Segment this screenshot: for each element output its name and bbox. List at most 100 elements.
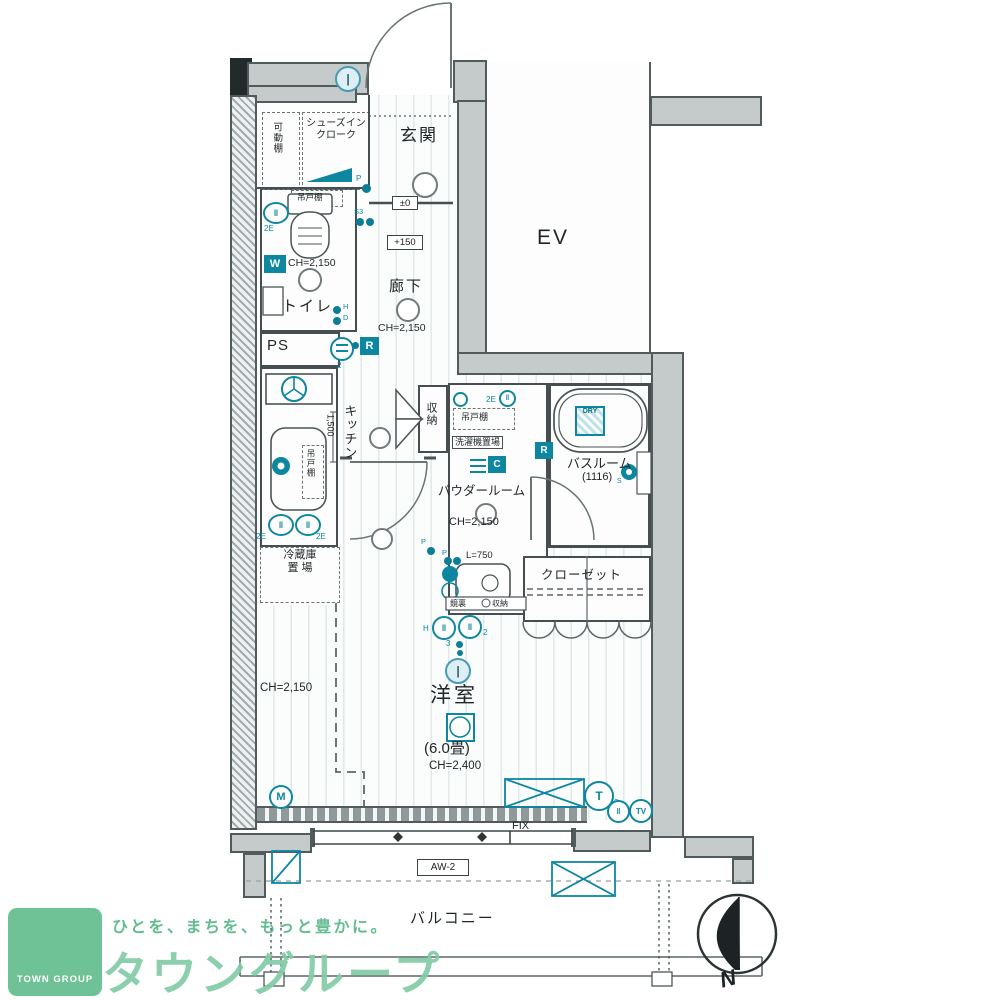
laundry-c-lines	[470, 459, 486, 473]
closet-folding-doors	[522, 621, 652, 639]
ps-box	[260, 332, 340, 367]
mark-p2: P	[421, 537, 427, 546]
label-mirror-storage: 収納	[492, 599, 508, 608]
label-kitchen-cabinet: 吊戸棚	[306, 449, 317, 478]
storage-double-door	[340, 388, 436, 460]
washbasin	[441, 563, 527, 611]
dot-3a	[456, 641, 463, 648]
p-dot-2	[427, 547, 435, 555]
compass-needle	[716, 897, 740, 970]
laundry-light-icon	[453, 392, 468, 407]
wall-bottom-right-step	[732, 858, 754, 884]
logo-box-text: TOWN GROUP	[16, 974, 94, 985]
logo-name: タウングループ	[102, 948, 443, 1000]
rouka-light-icon	[396, 298, 420, 322]
label-bathroom: バスルーム	[567, 456, 632, 471]
wall-bottom-right	[684, 836, 754, 858]
balcony-lines	[239, 880, 763, 977]
label-mirror-back: 鏡裏	[450, 599, 466, 608]
gas-meter	[330, 337, 354, 361]
south-window	[310, 828, 576, 847]
s3-dot-2	[366, 218, 374, 226]
label-bathroom-size: (1116)	[582, 471, 613, 483]
ev-floor	[487, 62, 650, 353]
label-powder-room: パウダールーム	[438, 484, 526, 498]
wall-black-topleft	[230, 58, 252, 98]
towel-bar-dim: L=750	[466, 550, 493, 561]
label-washer-space: 洗濯機置場	[452, 436, 504, 449]
living-door	[349, 461, 428, 540]
logo-tagline: ひとを、まちを、もっと豊かに。	[112, 919, 390, 936]
sic-shelf-wedge	[306, 168, 352, 182]
fridge-outlet-icon-1: ‖	[268, 514, 294, 536]
powder-ceiling-height: CH=2,150	[449, 516, 499, 528]
closet-interior	[522, 556, 652, 639]
wall-right	[651, 352, 684, 838]
genkan-light-icon	[412, 172, 438, 198]
label-balcony: バルコニー	[410, 910, 495, 927]
toilet-fixture	[262, 193, 333, 316]
wall-top-left-ledge	[247, 85, 357, 103]
mark-s: S	[617, 478, 622, 485]
sic-walls	[257, 95, 370, 189]
label-fix-window: FIX	[512, 820, 530, 832]
level-zero-box: ±0	[392, 196, 418, 210]
bathroom-door	[530, 476, 595, 541]
dot-3b	[457, 650, 463, 656]
h-dot	[333, 306, 341, 314]
label-kitchen: キッチン	[342, 404, 358, 460]
label-toilet: トイレ	[282, 298, 334, 315]
label-movable-shelf: 可動棚	[271, 122, 283, 154]
meter-dot	[352, 342, 359, 349]
toilet-light-icon	[298, 268, 322, 292]
level-150-box: +150	[387, 235, 423, 250]
label-aw2: AW-2	[417, 859, 469, 876]
shower-fixture	[621, 451, 652, 495]
r-bath-box: R	[535, 442, 553, 459]
wall-balcony-left-stem	[243, 853, 266, 898]
label-closet: クローゼット	[541, 568, 623, 582]
rouka-ceiling-height: CH=2,150	[378, 322, 426, 334]
mark-s3: S3	[354, 207, 364, 216]
mark-2-meter: 2	[337, 361, 342, 370]
toilet-ceiling-height: CH=2,150	[288, 257, 336, 269]
kitchen-fixtures	[265, 373, 336, 511]
d-dot	[333, 317, 341, 325]
drain-pipes	[263, 884, 673, 987]
label-ps: PS	[267, 337, 290, 354]
room-divider-dashed	[335, 603, 365, 806]
s3-dot-1	[356, 218, 364, 226]
ac-unit-marks	[271, 778, 616, 897]
toilet-outlet-icon: ‖	[263, 202, 289, 224]
label-laundry-cabinet: 吊戸棚	[461, 412, 489, 422]
entrance-door	[365, 2, 453, 205]
kitchen-width-dim: 1,500	[325, 414, 336, 437]
mark-2: 2	[483, 628, 488, 637]
label-rouka: 廊下	[389, 278, 424, 295]
c-box: C	[488, 456, 506, 473]
label-yoshitsu: 洋室	[430, 684, 478, 707]
mark-2e-toilet: 2E	[264, 224, 274, 233]
mark-h2: H	[423, 624, 429, 633]
mark-2e-laundry: 2E	[486, 395, 496, 404]
label-toilet-cabinet: 吊戸棚	[297, 192, 323, 202]
p-dot-3	[444, 557, 452, 565]
mark-3: 3	[446, 639, 451, 648]
w-washlet-box: W	[264, 255, 286, 273]
entrance-light-icon: |	[335, 66, 361, 92]
p-dot-4	[453, 557, 461, 565]
mark-h: H	[343, 302, 349, 311]
ceiling-rose	[446, 713, 475, 742]
mark-2e-fridge-left: 2E	[256, 532, 266, 541]
compass	[696, 893, 778, 975]
mark-p1: P	[356, 174, 362, 183]
laundry-cabinet-box	[453, 408, 515, 430]
mark-d: D	[343, 313, 349, 322]
outlet-icon-2: ‖	[458, 615, 482, 639]
laundry-outlet-icon: ‖	[499, 390, 516, 407]
label-ev: EV	[537, 226, 570, 249]
fridge-floor	[258, 545, 342, 605]
label-fridge-space: 冷蔵庫 置 場	[283, 549, 317, 574]
